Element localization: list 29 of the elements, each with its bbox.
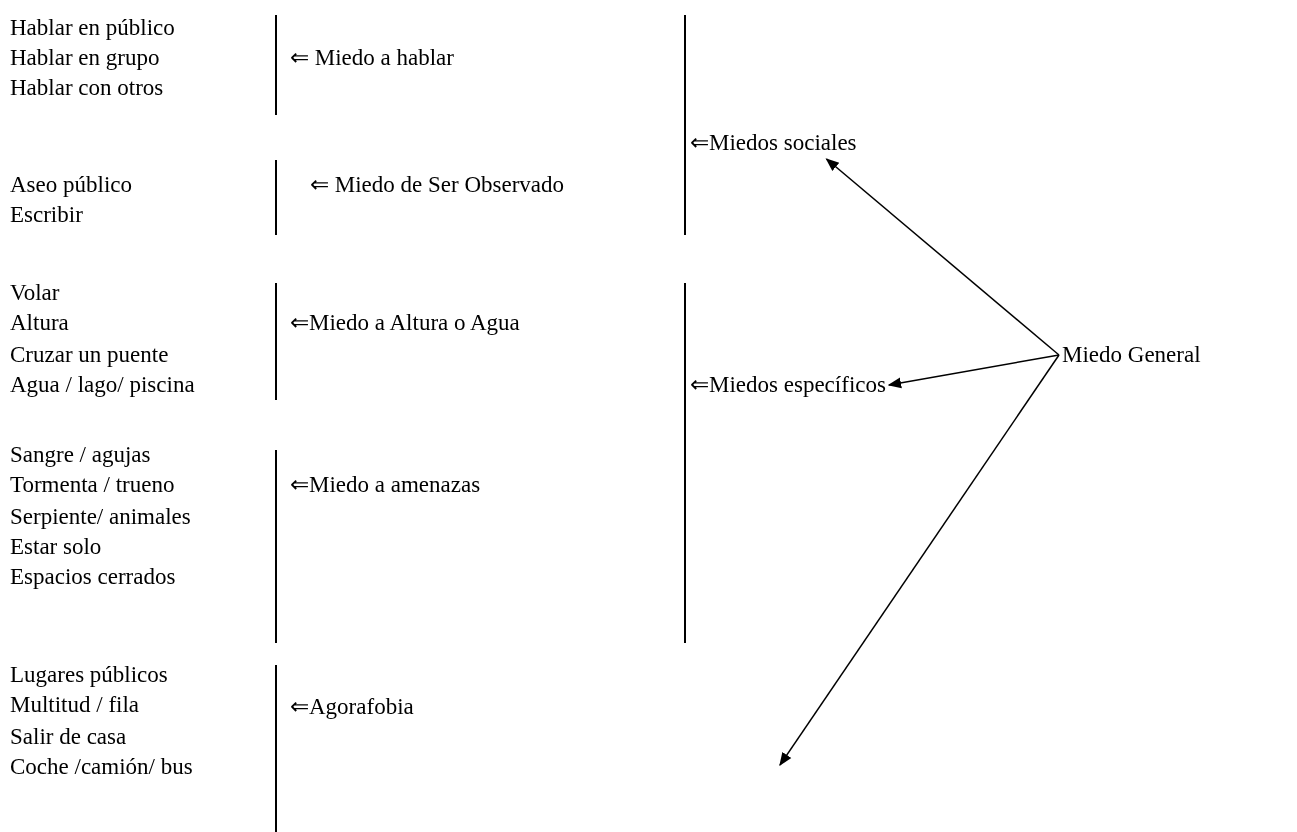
item-label: Cruzar un puente [10, 342, 169, 368]
item-label: Lugares públicos [10, 662, 168, 688]
category-label: ⇐Miedos específicos [690, 372, 886, 398]
item-label: Hablar en público [10, 15, 175, 41]
item-label: Espacios cerrados [10, 564, 176, 590]
item-label: Tormenta / trueno [10, 472, 175, 498]
item-label: Hablar con otros [10, 75, 164, 101]
category-label: ⇐Miedo a amenazas [290, 472, 481, 498]
category-label: Miedo General [1062, 342, 1201, 368]
item-label: Aseo público [10, 172, 132, 198]
category-label: ⇐Agorafobia [290, 694, 414, 720]
item-label: Altura [10, 310, 69, 336]
item-label: Estar solo [10, 534, 102, 560]
category-label: ⇐ Miedo a hablar [290, 45, 454, 71]
category-label: ⇐Miedos sociales [690, 130, 857, 156]
arrow [779, 354, 1060, 767]
item-label: Serpiente/ animales [10, 504, 191, 530]
item-label: Multitud / fila [10, 692, 140, 718]
item-label: Hablar en grupo [10, 45, 160, 71]
category-label: ⇐ Miedo de Ser Observado [310, 172, 565, 198]
arrow [825, 158, 1060, 356]
item-label: Escribir [10, 202, 83, 228]
item-label: Volar [10, 280, 60, 306]
item-label: Coche /camión/ bus [10, 754, 193, 780]
arrow [887, 354, 1060, 389]
category-label: ⇐Miedo a Altura o Agua [290, 310, 520, 336]
item-label: Sangre / agujas [10, 442, 151, 468]
item-label: Agua / lago/ piscina [10, 372, 195, 398]
item-label: Salir de casa [10, 724, 127, 750]
